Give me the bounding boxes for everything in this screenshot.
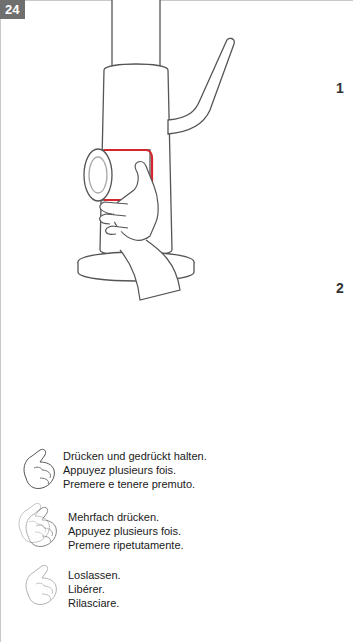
instruction-text: Appuyez plusieurs fois.	[63, 464, 176, 477]
instruction-text: Premere e tenere premuto.	[63, 478, 195, 491]
instruction-text: Mehrfach drücken.	[68, 511, 159, 524]
instruction-text: Loslassen.	[68, 569, 121, 582]
hand	[100, 162, 180, 300]
faucet	[78, 0, 234, 281]
step-number: 2	[336, 282, 344, 295]
page-number-box: 24	[0, 0, 25, 19]
instruction-text: Appuyez plusieurs fois.	[68, 525, 181, 538]
instruction-text: Drücken und gedrückt halten.	[63, 450, 207, 463]
instruction-text: Rilasciare.	[68, 597, 119, 610]
press-repeat-icon	[19, 503, 49, 542]
page-number: 24	[5, 2, 20, 17]
instruction-text: Libérer.	[68, 583, 105, 596]
step-number: 1	[336, 82, 344, 95]
press-hold-icon	[24, 449, 54, 488]
instruction-text: Premere ripetutamente.	[68, 539, 184, 552]
release-icon	[26, 565, 56, 604]
